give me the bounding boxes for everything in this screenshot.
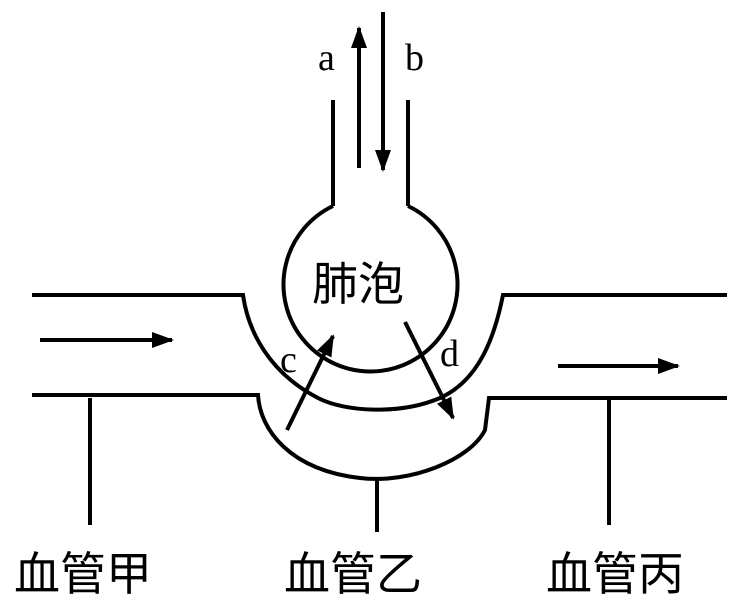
- arrow-d: [403, 321, 455, 420]
- label-vessel-2: 血管乙: [284, 547, 422, 601]
- label-vessel-3: 血管丙: [546, 547, 684, 601]
- arrow-c: [285, 334, 335, 431]
- label-c: c: [280, 339, 297, 381]
- label-alveolus: 肺泡: [312, 257, 404, 311]
- label-d: d: [440, 333, 459, 375]
- alveolus-wall: [281, 204, 460, 374]
- capillary-lower-wall: [32, 393, 727, 481]
- label-vessel-1: 血管甲: [14, 547, 152, 601]
- label-a: a: [318, 37, 335, 79]
- capillary-upper-wall: [32, 293, 727, 412]
- label-b: b: [405, 37, 424, 79]
